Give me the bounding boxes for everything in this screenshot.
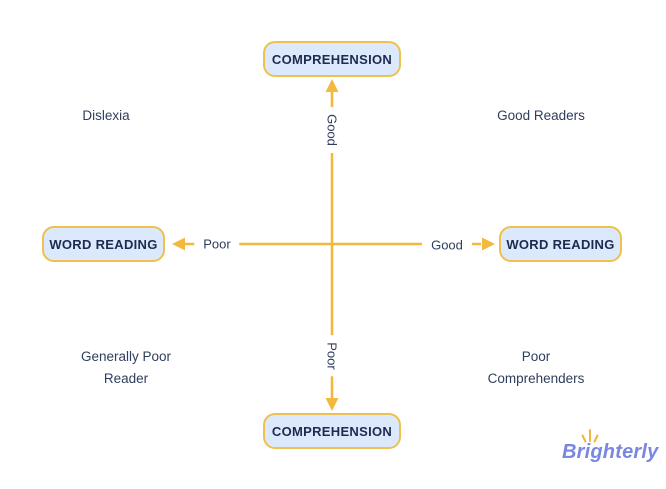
- arrow-right-icon: [482, 237, 495, 251]
- comprehension-top-label: COMPREHENSION: [271, 51, 393, 67]
- horizontal-axis-good-label: Good: [422, 237, 472, 253]
- comprehension-top-box: COMPREHENSION: [263, 41, 401, 77]
- vertical-axis-poor-label: Poor: [324, 335, 340, 377]
- word-reading-left-box: WORD READING: [42, 226, 165, 262]
- arrow-left-icon: [172, 237, 185, 251]
- arrow-down-icon: [325, 398, 339, 411]
- arrow-up-icon: [325, 79, 339, 92]
- quadrant-top-right-label: Good Readers: [497, 108, 585, 123]
- quadrant-bottom-right-line2: Comprehenders: [487, 371, 585, 386]
- quadrant-bottom-right-label: Poor Comprehenders: [488, 346, 585, 390]
- vertical-axis-good-label: Good: [324, 107, 340, 153]
- brighterly-logo-text: Brighterly: [562, 441, 659, 463]
- word-reading-left-label: WORD READING: [49, 236, 158, 252]
- brighterly-logo: Brighterly: [562, 428, 662, 470]
- comprehension-bottom-label: COMPREHENSION: [271, 423, 393, 439]
- quadrant-top-left-label: Dislexia: [82, 108, 130, 123]
- quadrant-bottom-left-line1: Generally Poor: [80, 349, 172, 364]
- quadrant-bottom-left-line2: Reader: [103, 371, 149, 386]
- word-reading-right-box: WORD READING: [499, 226, 622, 262]
- quadrant-bottom-right-line1: Poor: [521, 349, 551, 364]
- comprehension-bottom-box: COMPREHENSION: [263, 413, 401, 449]
- quadrant-bottom-left-label: Generally Poor Reader: [81, 346, 171, 390]
- horizontal-axis-poor-label: Poor: [194, 236, 240, 252]
- word-reading-right-label: WORD READING: [506, 236, 615, 252]
- sunburst-icon: [581, 429, 599, 443]
